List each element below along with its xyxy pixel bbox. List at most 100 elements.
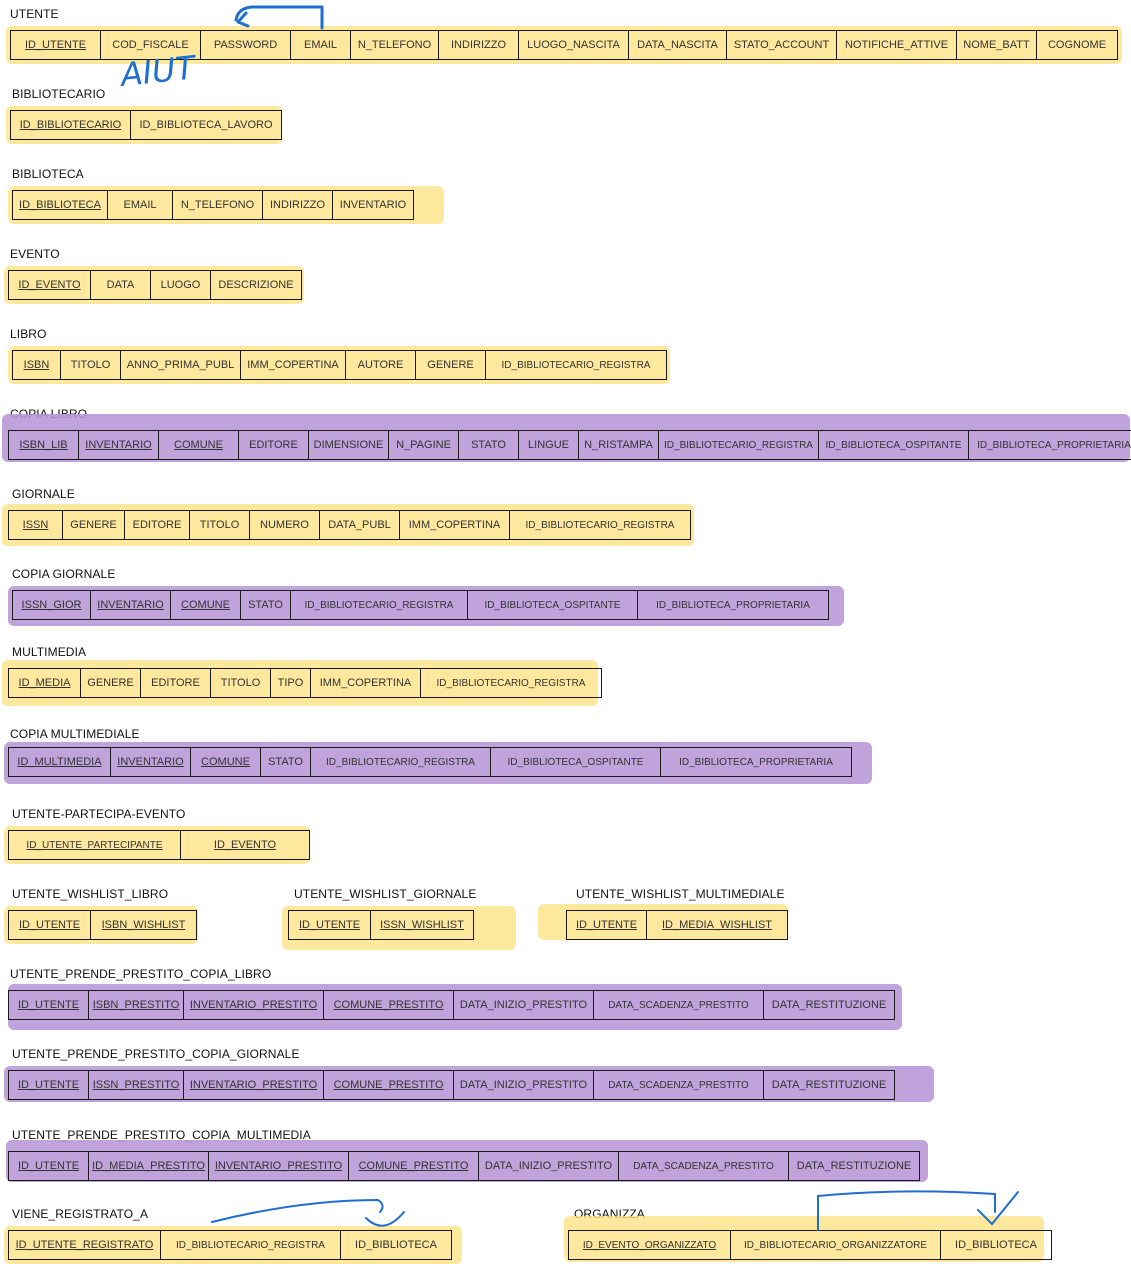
attribute-field: NUMERO — [250, 511, 320, 539]
attribute-field: DATA_SCADENZA_PRESTITO — [594, 991, 764, 1019]
table-title: UTENTE_WISHLIST_LIBRO — [12, 887, 169, 901]
attribute-field: INDIRIZZO — [439, 31, 519, 59]
table-title: UTENTE-PARTECIPA-EVENTO — [12, 807, 186, 821]
attribute-field: TIPO — [271, 669, 311, 697]
table-title: UTENTE_WISHLIST_GIORNALE — [294, 887, 477, 901]
primary-key-field: INVENTARIO_PRESTITO — [184, 1071, 324, 1099]
highlighter-mark — [8, 186, 444, 224]
primary-key-field: COMUNE_PRESTITO — [324, 991, 454, 1019]
primary-key-field: ID_BIBLIOTECARIO — [11, 111, 131, 139]
attribute-field: ID_BIBLIOTECARIO_REGISTRA — [659, 431, 819, 459]
primary-key-field: ID_UTENTE — [11, 31, 101, 59]
attribute-field: TITOLO — [190, 511, 250, 539]
highlighter-mark — [4, 266, 304, 304]
primary-key-field: ID_UTENTE — [9, 1071, 89, 1099]
primary-key-field: ID_UTENTE — [9, 911, 91, 939]
primary-key-field: ID_EVENTO — [213, 839, 277, 851]
field-row: ID_UTENTE ISBN_WISHLIST — [8, 910, 197, 940]
primary-key-field: ID_UTENTE — [9, 1152, 89, 1180]
attribute-field: COD_FISCALE — [101, 31, 201, 59]
highlighter-mark — [4, 1226, 462, 1264]
primary-key-field: ID_BIBLIOTECA — [13, 191, 108, 219]
highlighter-mark — [4, 1066, 934, 1102]
primary-key-field: ISSN_GIOR — [13, 591, 91, 619]
attribute-field: LINGUE — [519, 431, 579, 459]
primary-key-field: COMUNE_PRESTITO — [349, 1152, 479, 1180]
primary-key-field: INVENTARIO — [91, 591, 171, 619]
attribute-field: N_PAGINE — [389, 431, 459, 459]
table-title: VIENE_REGISTRATO_A — [12, 1207, 149, 1221]
attribute-field: DESCRIZIONE — [218, 279, 294, 291]
primary-key-field: ID_UTENTE_REGISTRATO — [9, 1231, 161, 1259]
primary-key-field: ISBN_PRESTITO — [89, 991, 184, 1019]
highlighter-mark — [2, 660, 598, 706]
highlighter-mark — [2, 414, 1130, 462]
attribute-field: ID_BIBLIOTECA_OSPITANTE — [491, 748, 661, 776]
primary-key-field: ISSN — [9, 511, 63, 539]
highlighter-mark — [4, 742, 872, 784]
primary-key-field: INVENTARIO — [111, 748, 191, 776]
attribute-field: EDITORE — [141, 669, 211, 697]
table-title: COPIA MULTIMEDIALE — [10, 727, 140, 741]
primary-key-field: ISBN — [13, 351, 61, 379]
primary-key-field: INVENTARIO_PRESTITO — [209, 1152, 349, 1180]
attribute-field: INVENTARIO — [339, 199, 407, 211]
attribute-field: EMAIL — [108, 191, 173, 219]
highlighter-mark — [6, 1140, 928, 1182]
field-row: ID_BIBLIOTECARIO ID_BIBLIOTECA_LAVORO — [10, 110, 282, 140]
attribute-field: INDIRIZZO — [263, 191, 333, 219]
primary-key-field: COMUNE — [171, 591, 241, 619]
table-title: GIORNALE — [12, 487, 75, 501]
primary-key-field: ID_UTENTE — [9, 991, 89, 1019]
attribute-field: DATA — [91, 271, 151, 299]
table-title: UTENTE_PRENDE_PRESTITO_COPIA_MULTIMEDIA — [12, 1128, 311, 1142]
attribute-field: DATA_SCADENZA_PRESTITO — [619, 1152, 789, 1180]
primary-key-field: ISSN_WISHLIST — [380, 919, 464, 931]
primary-key-field: ID_UTENTE_PARTECIPANTE — [9, 831, 181, 859]
attribute-field: ID_BIBLIOTECA — [355, 1239, 437, 1251]
attribute-field: STATO — [459, 431, 519, 459]
table-title: BIBLIOTECARIO — [12, 87, 106, 101]
primary-key-field: ISBN_LIB — [9, 431, 79, 459]
highlighter-mark — [282, 906, 516, 950]
attribute-field: ID_BIBLIOTECARIO_REGISTRA — [311, 748, 491, 776]
attribute-field: ID_BIBLIOTECARIO_ORGANIZZATORE — [731, 1231, 941, 1259]
attribute-field: NOTIFICHE_ATTIVE — [837, 31, 957, 59]
primary-key-field: ID_MEDIA_PRESTITO — [89, 1152, 209, 1180]
attribute-field: DATA_PUBL — [320, 511, 400, 539]
table-title: BIBLIOTECA — [12, 167, 84, 181]
attribute-field: ID_BIBLIOTECA_OSPITANTE — [468, 591, 638, 619]
attribute-field: ID_BIBLIOTECA_OSPITANTE — [819, 431, 969, 459]
table-title: UTENTE_PRENDE_PRESTITO_COPIA_GIORNALE — [12, 1047, 300, 1061]
primary-key-field: ID_UTENTE — [289, 911, 371, 939]
attribute-field: GENERE — [81, 669, 141, 697]
attribute-field: N_TELEFONO — [173, 191, 263, 219]
highlighter-mark — [4, 826, 310, 864]
attribute-field: ID_BIBLIOTECA_PROPRIETARIA — [656, 599, 810, 611]
attribute-field: ID_BIBLIOTECA_LAVORO — [139, 119, 273, 131]
attribute-field: IMM_COPERTINA — [311, 669, 421, 697]
attribute-field: ID_BIBLIOTECARIO_REGISTRA — [161, 1231, 341, 1259]
attribute-field: STATO — [241, 591, 291, 619]
attribute-field: ID_BIBLIOTECARIO_REGISTRA — [525, 519, 675, 531]
field-row: ID_UTENTE_PARTECIPANTE ID_EVENTO — [8, 830, 310, 860]
primary-key-field: ISBN_WISHLIST — [101, 919, 186, 931]
attribute-field: STATO_ACCOUNT — [727, 31, 837, 59]
table-title: MULTIMEDIA — [12, 645, 87, 659]
attribute-field: ID_BIBLIOTECARIO_REGISTRA — [501, 359, 651, 371]
attribute-field: N_TELEFONO — [351, 31, 439, 59]
attribute-field: TITOLO — [61, 351, 121, 379]
highlighter-mark — [8, 346, 670, 384]
table-title: COPIA GIORNALE — [12, 567, 116, 581]
attribute-field: ID_BIBLIOTECARIO_REGISTRA — [291, 591, 468, 619]
attribute-field: AUTORE — [346, 351, 416, 379]
